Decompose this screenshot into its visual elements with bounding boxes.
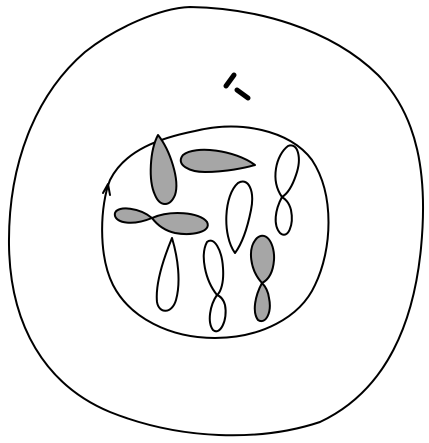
chromosome-3 — [226, 182, 252, 253]
cell-membrane — [9, 7, 423, 435]
chromatid-3 — [226, 182, 252, 253]
centriole-pair — [226, 75, 248, 98]
centriole-2 — [237, 90, 248, 98]
chromosome-6 — [251, 236, 274, 321]
chromosome-4 — [275, 145, 298, 234]
chromatid-1b — [181, 150, 255, 172]
centriole-1 — [226, 75, 234, 86]
chromosome-2 — [115, 208, 208, 234]
chromatid-6d — [255, 283, 270, 321]
chromatid-4b — [276, 197, 292, 235]
chromatid-6a — [204, 241, 223, 295]
chromatid-6b — [210, 295, 226, 331]
chromatid-2a — [115, 208, 152, 222]
chromatid-2b — [152, 213, 208, 234]
chromatid-1a — [151, 135, 177, 204]
chromosome-5 — [157, 238, 179, 311]
chromatid-6c — [251, 236, 274, 283]
chromosome-6a-group — [204, 241, 226, 332]
chromatid-4a — [275, 145, 298, 197]
chromatid-5 — [157, 238, 179, 311]
